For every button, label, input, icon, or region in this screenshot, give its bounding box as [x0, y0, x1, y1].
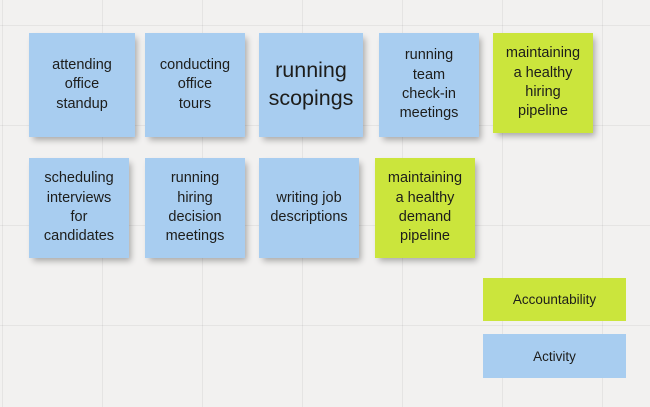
legend-label: Accountability [512, 292, 597, 307]
sticky-note-text: running team check-in meetings [399, 47, 459, 122]
sticky-note-running-scopings[interactable]: running scopings [259, 33, 363, 137]
legend-swatch-activity[interactable]: Activity [483, 334, 626, 378]
legend-swatch-accountability[interactable]: Accountability [483, 278, 626, 321]
legend-label: Activity [533, 348, 576, 364]
sticky-note-text: maintaining a healthy hiring pipeline [505, 45, 581, 120]
sticky-note-text: writing job descriptions [270, 189, 348, 225]
sticky-note-writing-job-descriptions[interactable]: writing job descriptions [259, 158, 359, 258]
sticky-note-text: attending office standup [52, 56, 112, 112]
sticky-note-text: maintaining a healthy demand pipeline [387, 170, 463, 245]
sticky-note-attending-office-standup[interactable]: attending office standup [29, 33, 135, 137]
sticky-note-running-team-check-in-meetings[interactable]: running team check-in meetings [379, 33, 479, 137]
sticky-note-maintaining-a-healthy-hiring-pipeline[interactable]: maintaining a healthy hiring pipeline [493, 33, 593, 133]
sticky-note-text: running scopings [268, 58, 354, 110]
sticky-note-text: running hiring decision meetings [165, 170, 225, 245]
sticky-note-maintaining-a-healthy-demand-pipeline[interactable]: maintaining a healthy demand pipeline [375, 158, 475, 258]
sticky-note-scheduling-interviews-for-candidates[interactable]: scheduling interviews for candidates [29, 158, 129, 258]
sticky-note-running-hiring-decision-meetings[interactable]: running hiring decision meetings [145, 158, 245, 258]
sticky-note-text: scheduling interviews for candidates [43, 170, 115, 245]
sticky-note-conducting-office-tours[interactable]: conducting office tours [145, 33, 245, 137]
sticky-note-text: conducting office tours [159, 56, 231, 112]
